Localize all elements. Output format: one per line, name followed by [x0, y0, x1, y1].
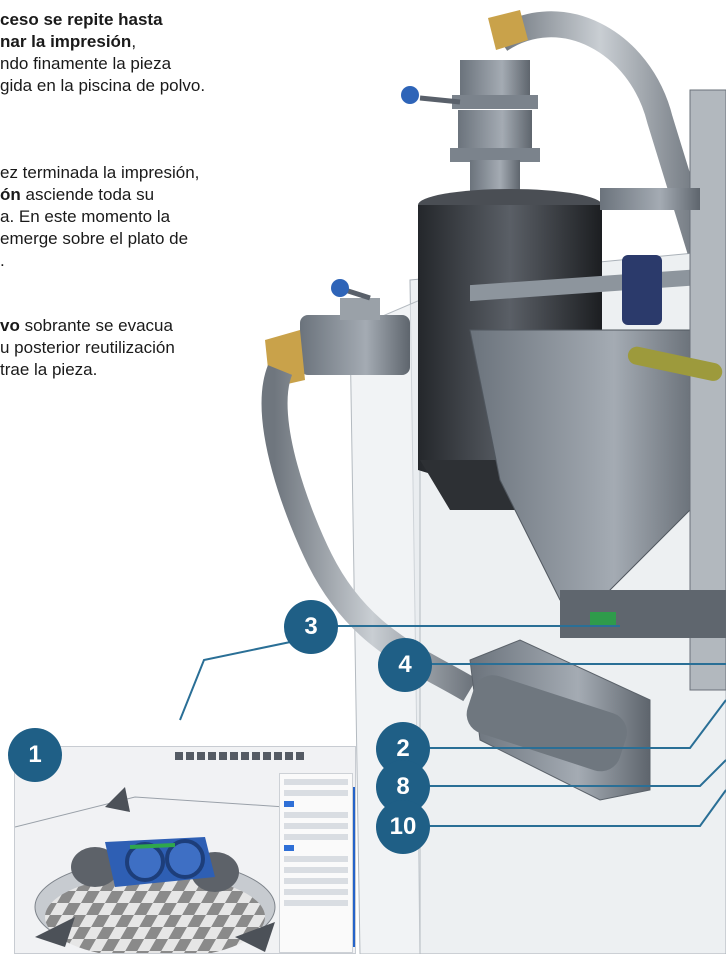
leader-lines — [179, 625, 726, 827]
printed-part — [71, 837, 239, 892]
p1-line-1: ceso se repite hasta — [0, 10, 163, 29]
horizontal-bar — [600, 188, 700, 210]
p2-line-3: a. En este momento la — [0, 207, 171, 226]
leader-8 — [410, 759, 726, 787]
p1-line-4: gida en la piscina de polvo. — [0, 76, 206, 95]
platform-base — [560, 590, 726, 638]
p2-line-5: . — [0, 251, 5, 270]
p1-line-2: nar la impresión — [0, 32, 132, 51]
build-plate-view — [15, 787, 285, 953]
p1-line-3: ndo finamente la pieza — [0, 54, 172, 73]
callout-3: 3 — [284, 600, 338, 654]
callout-4: 4 — [378, 638, 432, 692]
p2-line-2-bold: ón — [0, 185, 21, 204]
upper-pipe — [492, 11, 713, 254]
paragraph-2: ez terminada la impresión, ón asciende t… — [0, 162, 290, 272]
slicing-software-screenshot — [14, 746, 356, 954]
motor — [622, 255, 662, 325]
leader-2 — [410, 699, 726, 749]
settings-panel — [279, 773, 353, 953]
leader-1 — [179, 639, 301, 721]
paragraph-3: vo sobrante se evacua u posterior reutil… — [0, 315, 290, 381]
left-valve — [265, 279, 410, 388]
leader-10 — [410, 789, 726, 827]
p3-line-2: u posterior reutilización — [0, 338, 175, 357]
p3-line-3: trae la pieza. — [0, 360, 98, 379]
p3-line-1-bold: vo — [0, 316, 20, 335]
p1-line-2-comma: , — [131, 32, 137, 51]
paragraph-1: ceso se repite hasta nar la impresión, n… — [0, 9, 290, 97]
yellow-rod — [627, 346, 723, 381]
p2-line-2-rest: asciende toda su — [20, 185, 155, 204]
software-toolbar — [175, 749, 355, 763]
brass-fitting-top — [488, 10, 528, 50]
p2-line-1: ez terminada la impresión, — [0, 163, 200, 182]
green-tab — [590, 612, 616, 626]
callout-10: 10 — [376, 800, 430, 854]
valve-stack — [401, 60, 540, 196]
callout-1: 1 — [8, 728, 62, 782]
p3-line-1-rest: sobrante se evacua — [19, 316, 173, 335]
software-scrollbar — [353, 787, 355, 947]
p2-line-4: emerge sobre el plato de — [0, 229, 189, 248]
